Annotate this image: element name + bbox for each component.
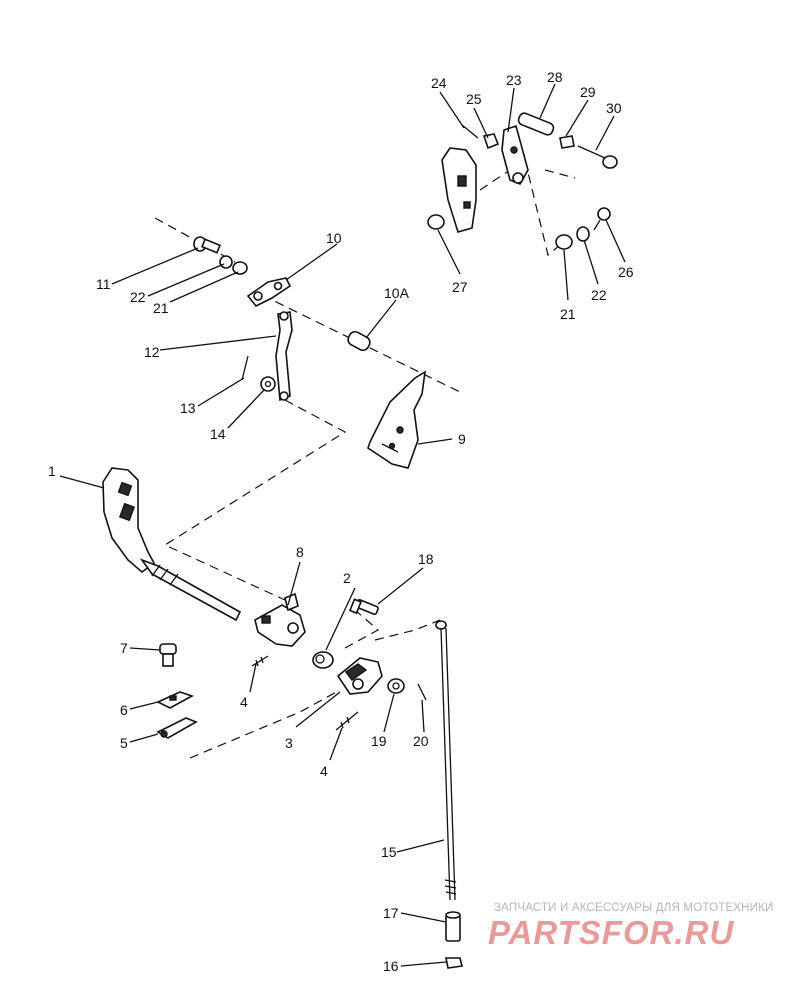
part-sleeve-28: [517, 112, 555, 136]
label-22a: 22: [130, 289, 146, 305]
label-5: 5: [120, 735, 128, 751]
label-8: 8: [296, 544, 304, 560]
part-washer-19: [387, 678, 405, 694]
callout-labels: 1 2 3 4 4 5 6 7 8 9 10 10A 11 22 21 12 1…: [48, 69, 634, 974]
part-clip-5: [156, 717, 198, 739]
part-bushing-10A: [347, 330, 371, 352]
part-bolt-26: [593, 207, 611, 231]
label-7: 7: [120, 640, 128, 656]
label-24: 24: [431, 75, 447, 91]
watermark: ЗАПЧАСТИ И АКСЕССУАРЫ ДЛЯ МОТОТЕХНИКИ PA…: [488, 902, 774, 951]
label-22b: 22: [591, 287, 607, 303]
part-bracket-upper: [441, 147, 477, 233]
part-screw-24: [461, 124, 479, 139]
part-link-10: [246, 277, 292, 308]
part-shift-block-3: [336, 657, 383, 695]
part-washer-14: [260, 376, 276, 392]
label-20: 20: [413, 733, 429, 749]
part-bracket-9: [367, 370, 427, 469]
part-pin-18: [348, 598, 379, 616]
label-12: 12: [144, 344, 160, 360]
label-19: 19: [371, 733, 387, 749]
label-15: 15: [381, 844, 397, 860]
part-nut-27: [427, 214, 445, 230]
watermark-brand: PARTSFOR.RU: [488, 914, 734, 951]
label-23: 23: [506, 72, 522, 88]
part-bolt-7: [159, 643, 177, 667]
label-18: 18: [418, 551, 434, 567]
label-27: 27: [452, 279, 468, 295]
part-bushing-2: [312, 651, 334, 669]
label-21a: 21: [153, 300, 169, 316]
label-25: 25: [466, 91, 482, 107]
label-16: 16: [383, 958, 399, 974]
part-shift-lever-block: [254, 592, 306, 647]
part-shift-handle: [102, 467, 242, 622]
label-30: 30: [606, 100, 622, 116]
part-washer-22a: [219, 255, 233, 269]
label-6: 6: [120, 702, 128, 718]
part-rod-15: [435, 620, 457, 901]
part-bolt-11: [193, 236, 221, 254]
part-nut-25: [482, 133, 500, 150]
part-sleeve-17: [445, 911, 461, 942]
part-screw-4a: [251, 655, 269, 667]
part-nut-29: [559, 135, 575, 149]
label-4b: 4: [320, 763, 328, 779]
part-cotter-13: [241, 355, 249, 381]
part-screw-4b: [335, 711, 359, 731]
part-plate-6: [156, 691, 194, 709]
label-21b: 21: [560, 306, 576, 322]
watermark-tagline: ЗАПЧАСТИ И АКСЕССУАРЫ ДЛЯ МОТОТЕХНИКИ: [494, 902, 774, 914]
part-nut-21b: [555, 234, 573, 250]
label-14: 14: [210, 426, 226, 442]
label-17: 17: [383, 905, 399, 921]
leader-lines: [59, 83, 626, 967]
part-rod-end-30: [577, 145, 618, 169]
label-3: 3: [285, 735, 293, 751]
label-13: 13: [180, 400, 196, 416]
label-26: 26: [618, 264, 634, 280]
label-1: 1: [48, 463, 56, 479]
label-4a: 4: [240, 694, 248, 710]
part-lever-23: [501, 124, 529, 186]
part-nut-16: [445, 957, 463, 969]
label-28: 28: [547, 69, 563, 85]
label-29: 29: [580, 84, 596, 100]
part-cotter-pin-20: [417, 683, 427, 701]
label-10A: 10A: [384, 285, 410, 301]
label-11: 11: [96, 276, 111, 292]
part-washer-22b: [576, 226, 590, 242]
label-2: 2: [343, 570, 351, 586]
label-10: 10: [326, 230, 342, 246]
label-9: 9: [458, 431, 466, 447]
part-nut-21a: [232, 261, 248, 275]
part-arm-12: [275, 311, 293, 402]
